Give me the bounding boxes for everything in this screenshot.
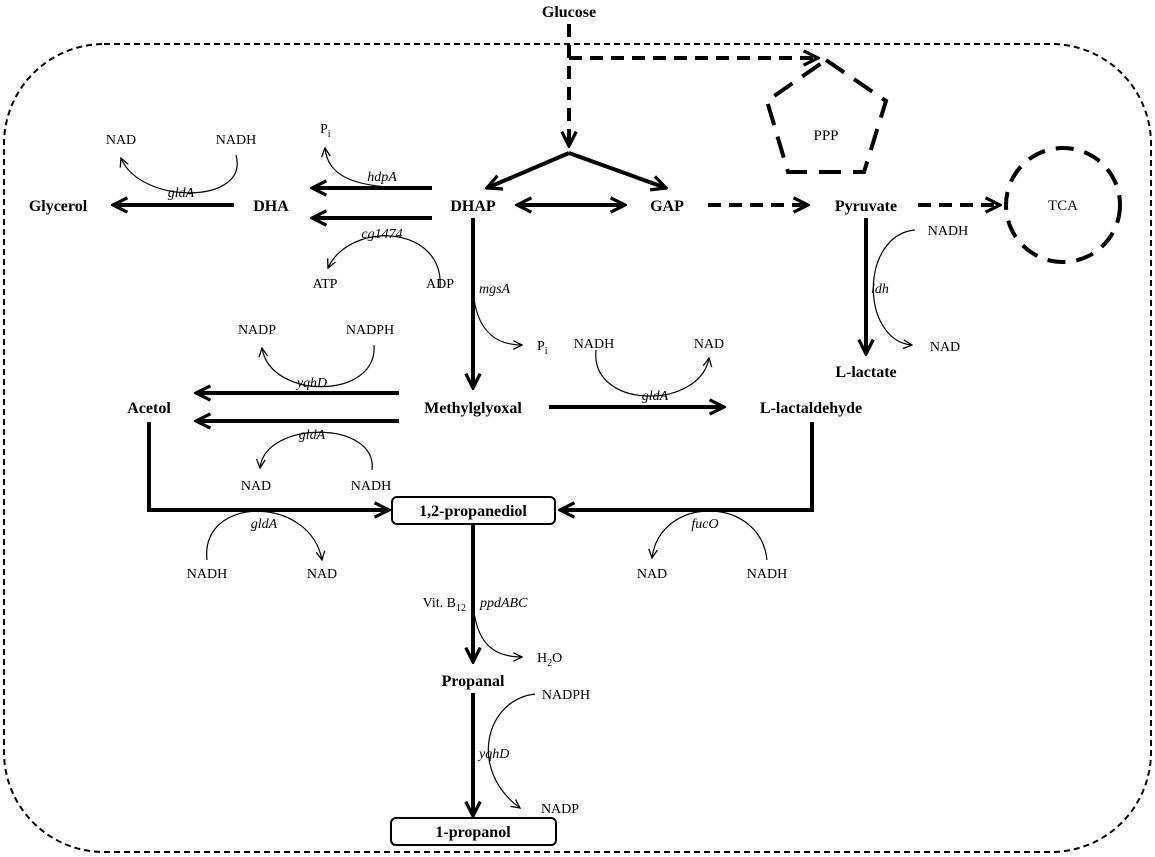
l-lactate-label: L-lactate (835, 364, 896, 381)
dha-label: DHA (253, 198, 289, 215)
cof-cg1474-adp: ADP (426, 277, 454, 292)
gene-yqhd-acetol: yqhD (295, 376, 327, 391)
cof-ldh-nad: NAD (930, 340, 960, 355)
cof-vitb12: Vit. B12 (423, 596, 466, 614)
gene-glda-acetol: gldA (299, 428, 326, 443)
l-lactaldehyde-label: L-lactaldehyde (760, 400, 862, 417)
methylglyoxal-label: Methylglyoxal (424, 400, 522, 417)
cof-propanal-nadp: NADP (541, 802, 579, 817)
gene-ldh: ldh (871, 282, 889, 297)
cof-ldh-nadh: NADH (928, 224, 968, 239)
cof-pd-nadh: NADH (187, 567, 227, 582)
gene-yqhd-propanal: yqhD (477, 747, 509, 762)
reaction-arrows (113, 151, 866, 816)
gene-cg1474: cg1474 (361, 227, 402, 242)
cof-glda-acetol-nad: NAD (241, 479, 271, 494)
cof-h2o: H2O (537, 651, 562, 669)
cof-mgsa-pi: Pi (537, 339, 548, 357)
cof-yqhd-nadph: NADPH (346, 323, 394, 338)
cof-pd-nad: NAD (307, 567, 337, 582)
gene-hdpa: hdpA (367, 170, 397, 185)
gap-label: GAP (650, 198, 684, 215)
propanal-label: Propanal (442, 673, 505, 690)
glucose-uptake-arrows (569, 24, 1000, 205)
cof-glycerol-nad: NAD (106, 133, 136, 148)
propanediol-box (391, 496, 556, 525)
glucose-label: Glucose (542, 4, 596, 21)
gene-fuco: fucO (691, 517, 718, 532)
acetol-label: Acetol (127, 400, 171, 417)
cof-fuco-nad: NAD (637, 567, 667, 582)
gene-glda-propanediol: gldA (251, 517, 278, 532)
cell-boundary (3, 43, 1152, 853)
propanediol-label: 1,2-propanediol (419, 503, 527, 520)
pyruvate-label: Pyruvate (835, 198, 897, 215)
glycerol-label: Glycerol (29, 198, 88, 215)
cof-propanal-nadph: NADPH (542, 688, 590, 703)
ppp-label: PPP (813, 128, 838, 144)
cof-yqhd-nadp: NADP (238, 323, 276, 338)
dhap-label: DHAP (450, 198, 496, 215)
propanol-label: 1-propanol (435, 824, 511, 841)
cofactor-arrows (121, 148, 916, 808)
gene-mgsa: mgsA (479, 282, 511, 297)
gene-glda-lactaldehyde: gldA (642, 389, 669, 404)
tca-circle (1004, 146, 1122, 264)
cof-cg1474-atp: ATP (313, 277, 338, 292)
cof-glda-acetol-nadh: NADH (351, 479, 391, 494)
propanol-box (390, 817, 557, 846)
cof-glycerol-nadh: NADH (216, 133, 256, 148)
cof-fuco-nadh: NADH (747, 567, 787, 582)
cof-lact-nad: NAD (694, 337, 724, 352)
ppp-pentagon (764, 57, 889, 174)
cof-hdpa-pi: Pi (320, 122, 331, 140)
gene-ppdabc: ppdABC (479, 596, 528, 611)
tca-label: TCA (1048, 198, 1078, 214)
gene-glda-glycerol: gldA (168, 186, 195, 201)
cof-lact-nadh: NADH (574, 337, 614, 352)
